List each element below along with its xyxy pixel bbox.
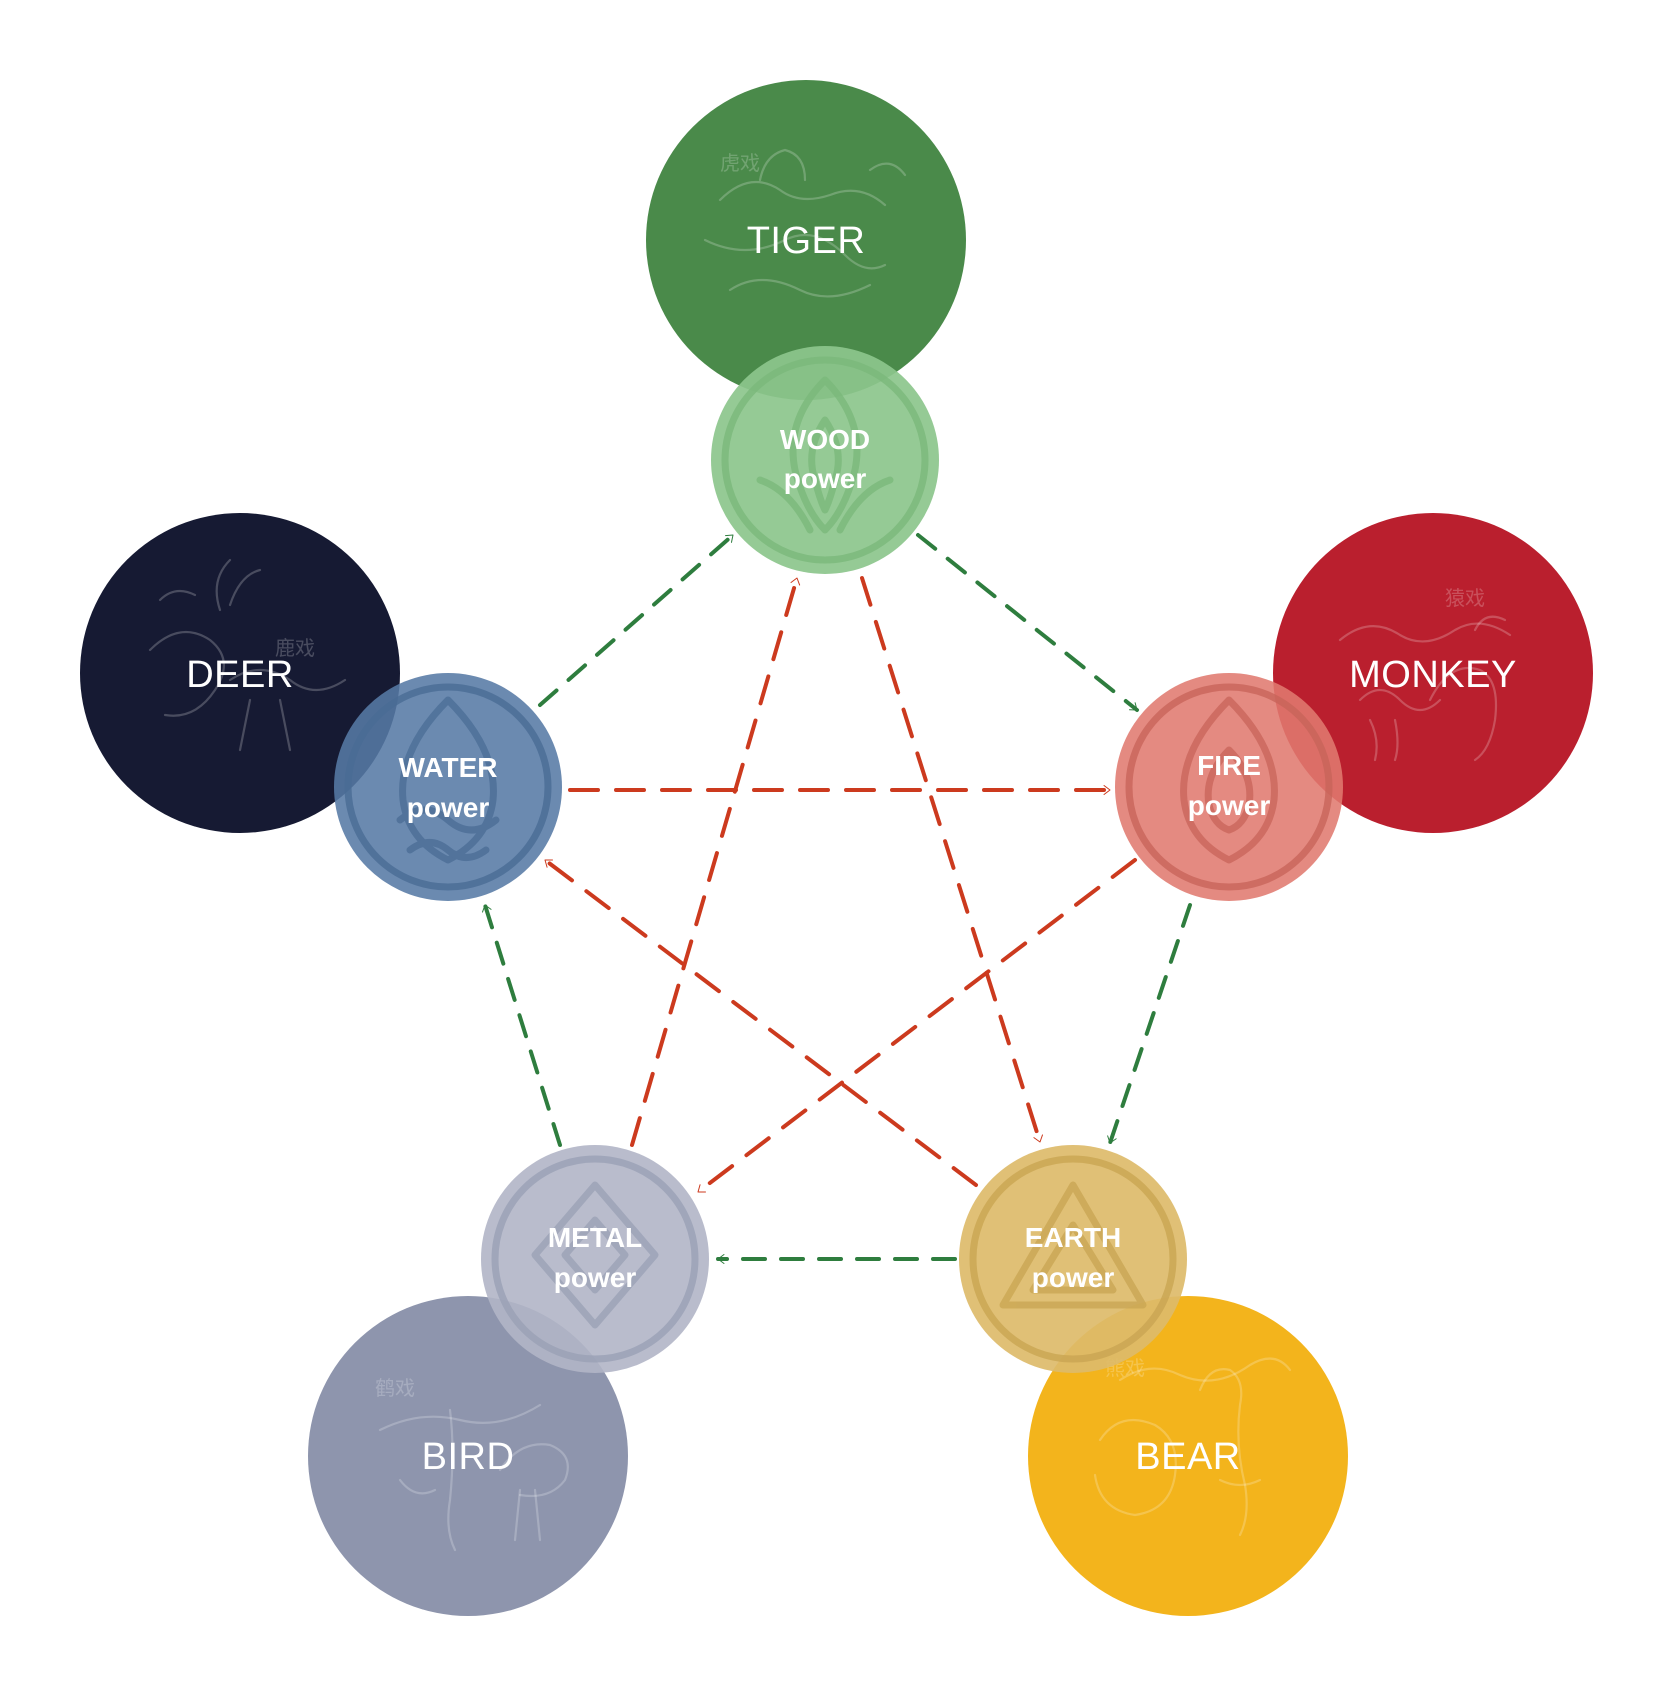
svg-text:鹿戏: 鹿戏 — [275, 637, 315, 660]
spiral-emblem-icon — [531, 1181, 659, 1329]
bear-sketch-icon: 熊戏 — [1093, 1357, 1292, 1537]
triangle-emblem-icon — [999, 1181, 1147, 1309]
bird-label: BIRD — [422, 1436, 515, 1478]
arrow-fire-to-earth — [1107, 903, 1192, 1145]
monkey-label: MONKEY — [1349, 654, 1517, 696]
controlling-cycle — [543, 576, 1137, 1194]
metal-power-title: METAL — [548, 1222, 642, 1253]
bear-label: BEAR — [1135, 1436, 1240, 1478]
tiger-label: TIGER — [747, 220, 866, 262]
deer-node: 鹿戏 DEER — [80, 513, 400, 833]
metal-power-node: METAL power — [481, 1145, 709, 1373]
bird-sketch-icon: 鹤戏 — [375, 1377, 569, 1552]
deer-label: DEER — [186, 654, 294, 696]
arrow-wood-to-earth — [860, 576, 1043, 1144]
arrow-water-to-wood — [538, 533, 735, 707]
arrow-earth-to-water — [543, 858, 978, 1187]
earth-power-subtitle: power — [1032, 1262, 1115, 1293]
fire-power-node: FIRE power — [1115, 673, 1343, 901]
tiger-node: 虎戏 TIGER — [646, 80, 966, 400]
bear-node: 熊戏 BEAR — [1028, 1296, 1348, 1616]
wood-power-subtitle: power — [784, 463, 867, 494]
svg-text:虎戏: 虎戏 — [720, 152, 760, 175]
generating-cycle — [481, 533, 1192, 1264]
fire-power-subtitle: power — [1188, 790, 1271, 821]
arrow-wood-to-fire — [916, 533, 1139, 712]
tiger-sketch-icon: 虎戏 — [703, 148, 907, 298]
water-power-title: WATER — [398, 752, 497, 783]
arrow-metal-to-wood — [630, 576, 801, 1147]
metal-power-subtitle: power — [554, 1262, 637, 1293]
monkey-sketch-icon: 猿戏 — [1338, 587, 1512, 762]
svg-text:猿戏: 猿戏 — [1445, 587, 1485, 610]
arrow-fire-to-metal — [696, 858, 1137, 1194]
earth-power-title: EARTH — [1025, 1222, 1121, 1253]
deer-sketch-icon: 鹿戏 — [148, 558, 347, 752]
arrow-metal-to-water — [481, 903, 562, 1147]
monkey-node: 猿戏 MONKEY — [1273, 513, 1593, 833]
wood-power-node: WOOD power — [711, 346, 939, 574]
leaf-emblem-icon — [756, 376, 894, 534]
flame-emblem-icon — [1180, 696, 1278, 864]
wood-power-title: WOOD — [780, 424, 870, 455]
svg-text:鹤戏: 鹤戏 — [375, 1377, 415, 1400]
bird-node: 鹤戏 BIRD — [308, 1296, 628, 1616]
fire-power-title: FIRE — [1197, 750, 1261, 781]
wave-emblem-icon — [396, 696, 500, 864]
earth-power-node: EARTH power — [959, 1145, 1187, 1373]
water-power-node: WATER power — [334, 673, 562, 901]
water-power-subtitle: power — [407, 792, 490, 823]
